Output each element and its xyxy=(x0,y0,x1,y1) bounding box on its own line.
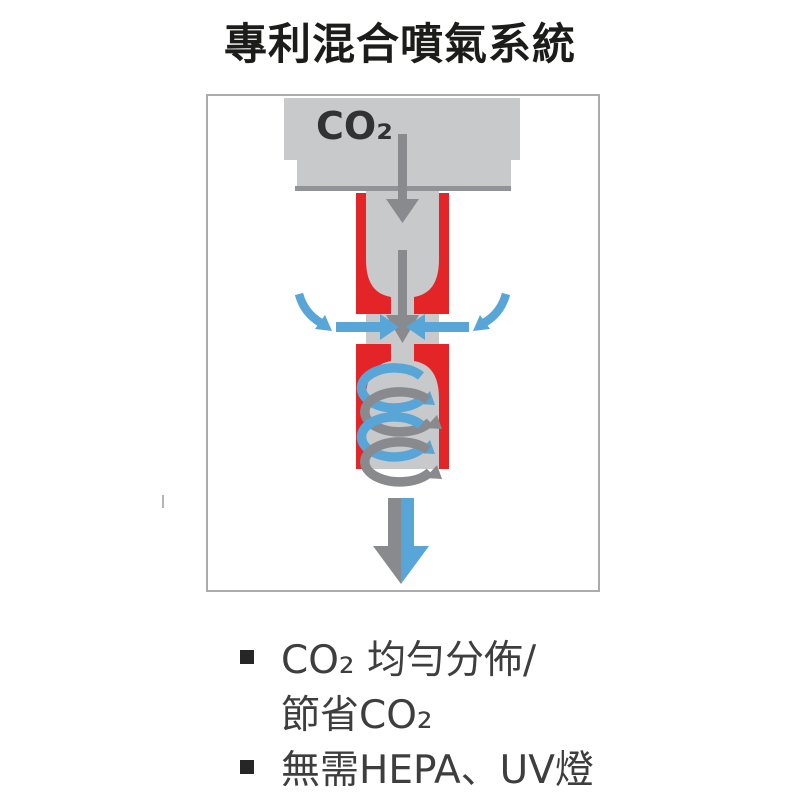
page-title: 專利混合噴氣系統 xyxy=(224,20,576,70)
air-curved-arrow-left xyxy=(294,292,332,331)
co2-inlet-label: CO₂ xyxy=(316,104,393,148)
bullet-text-line: 無需HEPA、UV燈 xyxy=(281,748,594,793)
air-curved-arrow-right xyxy=(473,292,511,331)
bullet-item-co2-distribution-cont: 節省CO₂ xyxy=(238,688,594,743)
bullet-square-icon xyxy=(240,760,254,774)
bullet-item-co2-distribution: CO₂ 均勻分佈/ xyxy=(238,633,594,688)
stray-tick-mark xyxy=(162,495,164,508)
co2-down-arrowhead-upper xyxy=(386,199,419,223)
air-inlet-arrow-left xyxy=(336,314,399,340)
air-inlet-arrow-right xyxy=(406,314,469,340)
nozzle-diagram xyxy=(284,98,520,584)
bullet-item-no-hepa-uv: 無需HEPA、UV燈 xyxy=(238,743,594,798)
co2-down-arrow-lower xyxy=(386,250,419,343)
outlet-arrow-blue-half xyxy=(401,498,429,584)
feature-bullet-list: CO₂ 均勻分佈/ 節省CO₂ 無需HEPA、UV燈 xyxy=(238,633,594,798)
co2-down-arrowhead-lower xyxy=(386,315,419,343)
nozzle-diagram-frame: CO₂ xyxy=(206,94,600,592)
red-wall-upper-right xyxy=(414,193,449,314)
bullet-text-line: CO₂ 均勻分佈/ xyxy=(281,638,537,683)
bullet-square-icon xyxy=(240,650,254,664)
mixing-spiral-arrow-gray-2 xyxy=(360,437,442,487)
mixing-spiral-arrow-gray-1 xyxy=(360,387,442,437)
bullet-text-line: 節省CO₂ xyxy=(281,693,433,738)
outlet-arrow-gray-half xyxy=(373,498,401,584)
co2-down-arrow-upper xyxy=(386,134,419,223)
red-wall-upper-left xyxy=(356,193,391,314)
red-wall-lower-right xyxy=(414,344,449,469)
